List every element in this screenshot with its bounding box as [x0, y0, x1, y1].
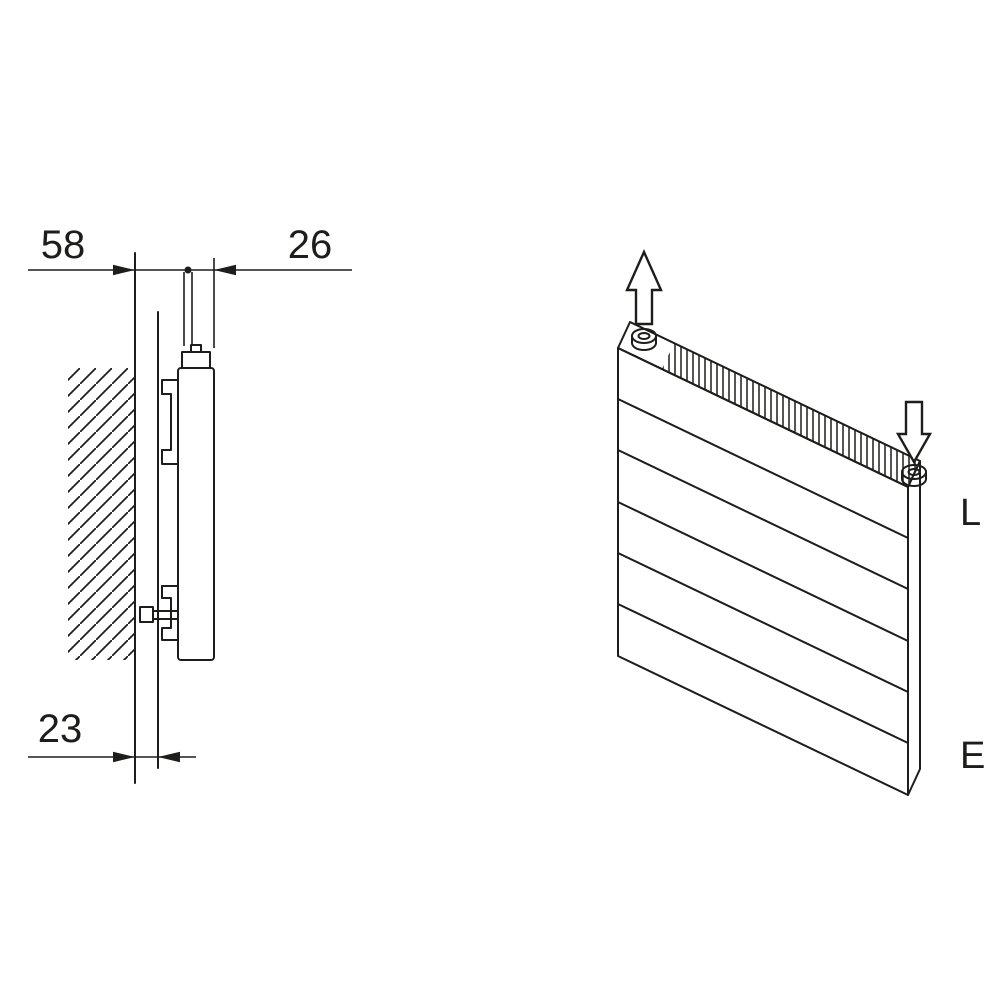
boss-bottom-arc	[631, 342, 657, 351]
boss-bottom-arc	[901, 478, 927, 487]
right-end-face	[907, 460, 921, 796]
dim-arrow-left-icon	[158, 751, 180, 763]
side-view: 58 26 23	[28, 223, 352, 784]
bottom-dimension: 23	[28, 707, 196, 763]
groove-line	[617, 398, 909, 539]
groove-line	[617, 449, 909, 590]
boss-opening	[637, 332, 651, 340]
boss-opening	[907, 468, 921, 476]
dim-label-23: 23	[38, 707, 83, 751]
dim-arrow-left-icon	[214, 264, 236, 276]
radiator-profile	[177, 344, 215, 661]
dim-arrow-right-icon	[113, 264, 135, 276]
dim-point-dot	[184, 266, 192, 274]
isometric-view: L E	[617, 249, 985, 796]
groove-line	[617, 603, 909, 744]
down-arrow-icon	[895, 400, 933, 465]
up-arrow-icon	[625, 249, 663, 326]
top-dimension: 58 26	[28, 223, 352, 276]
right-connection-boss	[901, 464, 927, 487]
groove-line	[617, 501, 909, 642]
boss-top	[901, 464, 927, 480]
left-connection-boss	[631, 328, 657, 351]
mounting-bracket	[139, 379, 179, 641]
radiator-body-section	[177, 367, 215, 661]
connection-label-E: E	[960, 735, 985, 777]
dim-arrow-right-icon	[113, 751, 135, 763]
bracket-top-hook	[161, 379, 179, 465]
convector-fins	[662, 343, 920, 487]
dim-label-26: 26	[288, 223, 333, 267]
bracket-bottom-hook	[161, 585, 179, 641]
fixing-bolt-head	[139, 606, 154, 623]
connection-label-L: L	[960, 492, 981, 534]
radiator-vent-nub	[190, 344, 202, 353]
boss-top	[631, 328, 657, 344]
dim-label-58: 58	[41, 223, 86, 267]
radiator-top-valve	[181, 351, 211, 369]
groove-line	[617, 552, 909, 693]
wall-hatch	[68, 368, 135, 660]
panel-grooves	[617, 398, 909, 744]
